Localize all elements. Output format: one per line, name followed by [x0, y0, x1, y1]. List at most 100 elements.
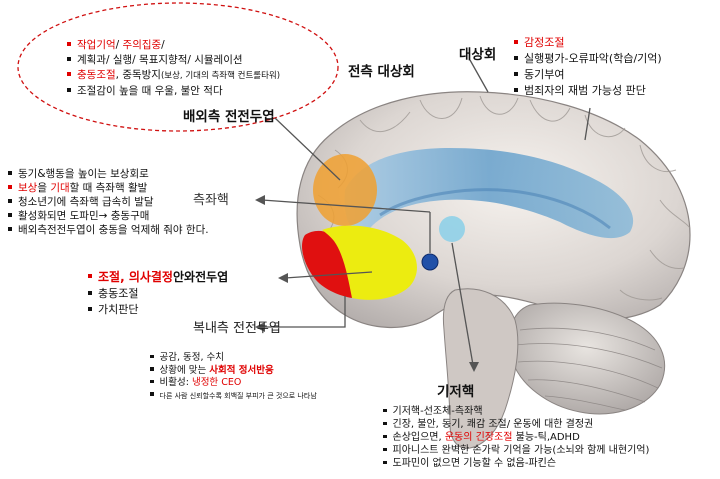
bullet-icon: [8, 213, 12, 217]
bullet-icon: [8, 171, 12, 175]
list-item-text: 동기부여: [524, 68, 565, 81]
bullet-icon: [383, 408, 387, 412]
arrow-icon: [255, 195, 479, 372]
list-item: 충동조절, 중독방지(보상, 기대의 측좌핵 컨트롤타워): [67, 68, 280, 84]
list-item: 감정조절: [514, 35, 662, 51]
list-item-text: 다른 사람 신뢰할수록 회백질 부피가 큰 것으로 나타남: [159, 391, 317, 400]
list-item: 활성화되면 도파민→ 충동구매: [8, 209, 209, 223]
list-item-text: 감정조절: [524, 36, 565, 49]
list-item-text: 청소년기에 측좌핵 급속히 발달: [18, 196, 154, 208]
bullet-icon: [67, 42, 71, 46]
label-cingulate: 대상회: [459, 47, 497, 63]
bullet-icon: [383, 421, 387, 425]
ofc-yellow-region: [322, 225, 417, 300]
list-item: 보상을 기대할 때 측좌핵 활발: [8, 181, 209, 195]
list-item: 배외측전전두엽이 충동을 억제해 줘야 한다.: [8, 223, 209, 237]
list-item-text: 범죄자의 재범 가능성 판단: [524, 84, 646, 97]
list-item: 손상입으면, 운동의 긴장조절 불능-틱,ADHD: [383, 431, 649, 444]
list-item: 가치판단: [88, 302, 138, 318]
bullet-icon: [8, 227, 12, 231]
list-item-text: 보상: [18, 182, 38, 194]
list-item-text: 을: [37, 182, 51, 194]
bullet-icon: [514, 88, 518, 92]
bullet-icon: [88, 291, 92, 295]
bullet-icon: [514, 40, 518, 44]
cingulate-region: [344, 148, 634, 239]
dlpfc-callout-ellipse: [17, 2, 339, 132]
list-item-text: 주의집중: [122, 39, 162, 51]
dlpfc-region: [313, 154, 377, 226]
list-item-text: 계획과/ 실행/ 목표지향적/ 시뮬레이션: [77, 54, 243, 66]
list-item: 피아니스트 완벽한 손가락 기억을 가능(소뇌와 함께 내현기억): [383, 444, 649, 457]
label-ofc: 조절, 의사결정안와전두엽: [88, 268, 228, 285]
list-item-text: 손상입으면,: [392, 432, 445, 443]
list-item-text: 충동조절: [98, 287, 139, 300]
list-item-text: 피아니스트 완벽한 손가락 기억을 가능(소뇌와 함께 내현기억): [392, 445, 650, 456]
list-item: 동기부여: [514, 67, 662, 83]
nucleus-accumbens-dot: [421, 253, 439, 271]
list-item-text: 할 때 측좌핵 활발: [69, 182, 148, 194]
bullet-icon: [150, 379, 154, 383]
list-item-text: , 중독방지: [115, 69, 161, 81]
list-item-text: 작업기억: [77, 39, 116, 51]
list-item-text: 활성화되면 도파민→ 충동구매: [18, 210, 150, 222]
basal-ganglia-region: [439, 216, 465, 242]
list-item: 범죄자의 재범 가능성 판단: [514, 83, 662, 99]
list-item: 상황에 맞는 사회적 정서반응: [150, 365, 317, 378]
bullet-icon: [150, 367, 154, 371]
bullet-icon: [383, 434, 387, 438]
list-item-text: 사회적 정서반응: [209, 364, 274, 376]
list-item-text: /: [161, 39, 165, 51]
list-item: 충동조절: [88, 286, 138, 302]
list-item-text: 냉정한 CEO: [191, 377, 242, 388]
label-ofc-highlight: 조절, 의사결정: [98, 270, 173, 284]
cerebellum: [508, 302, 665, 415]
bullet-icon: [67, 88, 71, 92]
connector-lines: [261, 59, 591, 366]
list-item: 긴장, 불안, 동기, 쾌감 조절/ 운동에 대한 결정권: [383, 418, 649, 431]
brainstem: [442, 288, 519, 449]
list-item-text: 조절감이 높을 때 우울, 불안 적다: [77, 85, 223, 97]
list-item-text: 가치판단: [98, 303, 139, 316]
list-item-text: (보상, 기대의 측좌핵 컨트롤타워): [160, 71, 281, 81]
label-anterior-cingulate: 전측 대상회: [348, 64, 415, 80]
list-item: 동기&행동을 높이는 보상회로: [8, 167, 209, 181]
label-vmpfc: 복내측 전전두엽: [193, 321, 281, 336]
bullet-icon: [8, 199, 12, 203]
bullet-icon: [514, 56, 518, 60]
bullet-icon: [67, 72, 71, 76]
list-item: 계획과/ 실행/ 목표지향적/ 시뮬레이션: [67, 53, 280, 68]
list-item: 비활성: 냉정한 CEO: [150, 377, 317, 390]
label-ofc-name: 안와전두엽: [172, 270, 229, 284]
bullet-icon: [150, 354, 154, 358]
list-item-text: 비활성:: [159, 377, 192, 388]
list-item: 도파민이 없으면 기능할 수 없음-파킨슨: [383, 457, 649, 470]
label-basal-ganglia: 기저핵: [437, 384, 475, 400]
bullet-icon: [383, 447, 387, 451]
bullet-icon: [514, 72, 518, 76]
bullet-icon: [88, 307, 92, 311]
list-item-text: 도파민이 없으면 기능할 수 없음-파킨슨: [392, 458, 557, 469]
label-dlpfc: 배외측 전전두엽: [183, 109, 275, 125]
list-item-text: 배외측전전두엽이 충동을 억제해 줘야 한다.: [18, 224, 209, 236]
list-item-text: 실행평가-오류파악(학습/기억): [524, 52, 662, 65]
list-item-text: 상황에 맞는: [159, 364, 210, 376]
list-item: 공감, 동정, 수치: [150, 352, 317, 365]
list-item-text: 공감, 동정, 수치: [159, 352, 225, 363]
list-item-text: 기대: [50, 182, 70, 194]
list-item: 실행평가-오류파악(학습/기억): [514, 51, 662, 67]
list-item: 청소년기에 측좌핵 급속히 발달: [8, 195, 209, 209]
list-item-text: 동기&행동을 높이는 보상회로: [18, 168, 149, 180]
label-nucleus-accumbens: 측좌핵: [193, 193, 229, 208]
list-item-text: 불능-틱,ADHD: [512, 432, 580, 443]
list-item-text: 기저핵-선조체-측좌핵: [392, 406, 483, 417]
list-item-text: 긴장, 불안, 동기, 쾌감 조절/ 운동에 대한 결정권: [392, 419, 594, 430]
